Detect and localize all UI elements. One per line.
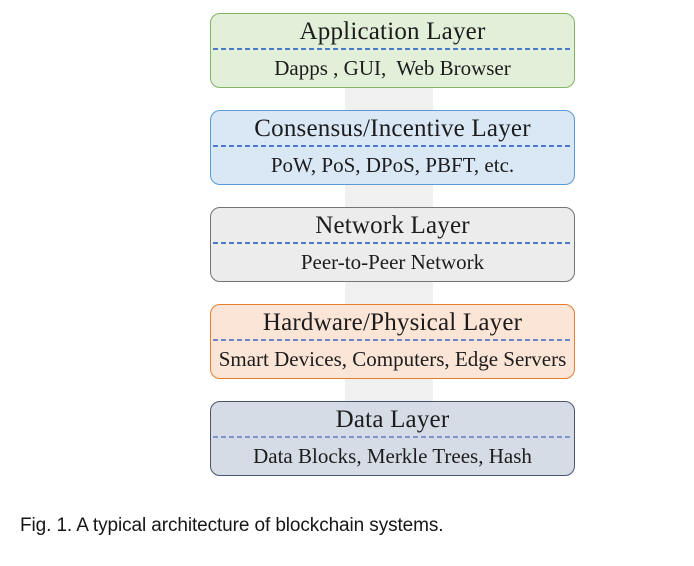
dashed-divider [213, 145, 572, 147]
layer-title: Application Layer [299, 17, 486, 45]
layer-title: Hardware/Physical Layer [262, 308, 523, 336]
layer-box-network: Network Layer Peer-to-Peer Network [210, 207, 575, 282]
layer-box-consensus-incentive: Consensus/Incentive Layer PoW, PoS, DPoS… [210, 110, 575, 185]
dashed-divider [213, 242, 572, 244]
layer-subtitle: PoW, PoS, DPoS, PBFT, etc. [270, 153, 515, 177]
figure-caption: Fig. 1. A typical architecture of blockc… [20, 515, 444, 536]
layer-subtitle: Dapps , GUI, Web Browser [274, 56, 511, 80]
layer-subtitle: Peer-to-Peer Network [300, 250, 485, 274]
layer-subtitle: Data Blocks, Merkle Trees, Hash [253, 444, 532, 468]
dashed-divider [213, 339, 572, 341]
dashed-divider [213, 48, 572, 50]
dashed-divider [213, 436, 572, 438]
layer-box-data: Data Layer Data Blocks, Merkle Trees, Ha… [210, 401, 575, 476]
layer-title: Consensus/Incentive Layer [254, 114, 531, 142]
layer-subtitle: Smart Devices, Computers, Edge Servers [218, 347, 567, 371]
layer-box-application: Application Layer Dapps , GUI, Web Brows… [210, 13, 575, 88]
layer-title: Network Layer [315, 211, 470, 239]
layer-box-hardware-physical: Hardware/Physical Layer Smart Devices, C… [210, 304, 575, 379]
layer-title: Data Layer [335, 405, 450, 433]
